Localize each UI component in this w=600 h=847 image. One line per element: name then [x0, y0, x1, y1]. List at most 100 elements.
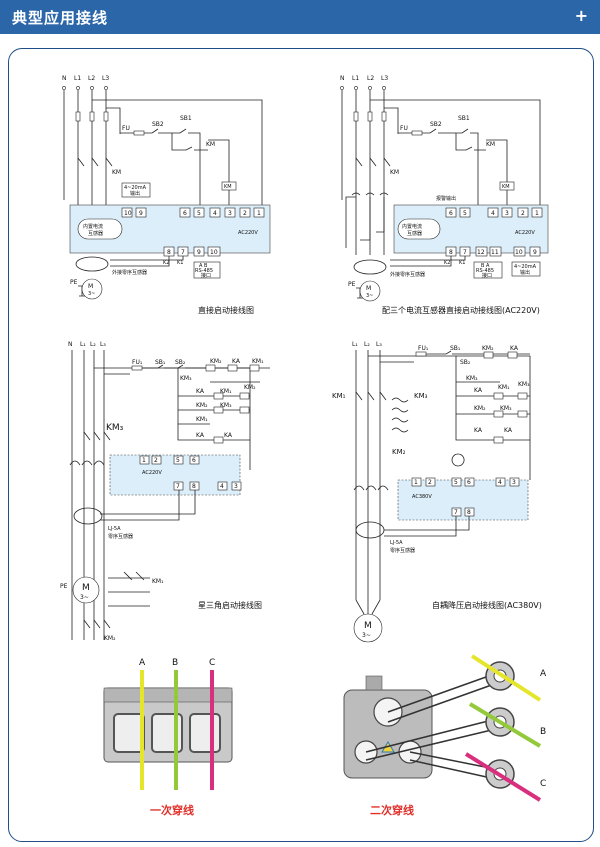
d6-label-a: A — [540, 669, 547, 679]
caption-primary: 一次穿线 — [150, 804, 194, 817]
d2-sb1-label: SB1 — [458, 115, 470, 122]
d2-ct-label2: 互感器 — [407, 230, 422, 237]
d3-km1-c: KM₁ — [196, 416, 208, 423]
page-title: 典型应用接线 — [12, 9, 109, 27]
d1-ab-label: A B — [199, 263, 208, 269]
d4-device-box — [397, 479, 529, 521]
d4-ac-label: AC380V — [412, 494, 432, 500]
caption-direct-start: 直接启动接线图 — [198, 306, 254, 315]
d3-phase-l1: L₁ — [80, 341, 86, 348]
d3-motor — [72, 576, 100, 604]
d2-phase-l3: L3 — [381, 75, 388, 82]
d1-rs485-label: RS-485 — [195, 268, 213, 274]
d2-out420-label: 4~20mA — [514, 264, 537, 270]
d3-term-5: 5 — [176, 457, 180, 464]
d1-phase-n: N — [62, 75, 67, 82]
d4-km1-main: KM₁ — [332, 392, 346, 400]
d2-term-4: 4 — [491, 210, 495, 217]
d2-motor-3: 3~ — [366, 293, 373, 299]
d2-out420-sub: 输出 — [520, 269, 530, 276]
d4-km2-top: KM₂ — [482, 345, 494, 352]
d4-phase-l1: L₁ — [352, 341, 358, 348]
d6-label-b: B — [540, 727, 546, 737]
d4-term-6: 6 — [467, 479, 471, 486]
d3-fu-label: FU₁ — [132, 359, 143, 366]
d4-km3-b: KM₃ — [518, 381, 530, 388]
d3-ka-top: KA — [232, 358, 241, 365]
d2-motor-m: M — [366, 285, 371, 292]
d3-lj-label: LJ-5A — [108, 526, 121, 532]
d3-sb2-label: SB₂ — [175, 359, 186, 366]
d3-motor-m: M — [82, 583, 90, 593]
d3-ka-b: KA — [196, 388, 205, 395]
d2-term-7: 7 — [463, 249, 467, 256]
d4-phase-l2: L₂ — [364, 341, 370, 348]
d3-ka-c: KA — [196, 432, 205, 439]
content-frame — [8, 48, 594, 842]
d2-km-aux-label: KM — [486, 141, 495, 148]
d2-ext-ct-label: 外接零序互感器 — [390, 271, 425, 278]
diagram-direct-start: N L1 L2 L3 KM FU SB2 SB1 KM KM 4~20mA 输出… — [62, 75, 271, 300]
d1-term-3: 3 — [228, 210, 232, 217]
d3-km1-main: KM₁ — [152, 578, 164, 585]
d6-label-c: C — [540, 779, 546, 789]
d1-ct-label: 内置电流 — [83, 223, 103, 230]
d1-term-4: 4 — [213, 210, 217, 217]
d2-term-12: 12 — [477, 249, 485, 256]
d2-km-label: KM — [390, 169, 399, 176]
d1-motor-m: M — [88, 283, 93, 290]
d1-term-9b: 9 — [197, 249, 201, 256]
d2-motor — [359, 280, 381, 302]
d3-km3-main: KM₃ — [106, 423, 124, 433]
d1-phase-l2: L2 — [88, 75, 95, 82]
d2-k2-label: K2 — [444, 260, 450, 266]
d1-ct-label2: 互感器 — [88, 230, 103, 237]
d4-term-7: 7 — [454, 509, 458, 516]
d1-pe-label: PE — [70, 279, 78, 286]
d3-motor-3: 3~ — [80, 594, 89, 601]
d1-phase-l1: L1 — [74, 75, 81, 82]
diagram-autotransformer: L₁ L₂ L₃ FU₁ SB₁ SB₂ KM₂ KA KM₃ KA KM₁ K… — [332, 341, 531, 643]
d4-km2-c: KM₂ — [474, 405, 486, 412]
d3-km3-a: KM₃ — [180, 375, 192, 382]
d4-motor-3: 3~ — [362, 632, 371, 639]
d1-motor — [81, 278, 103, 300]
d2-term-3: 3 — [505, 210, 509, 217]
d4-term-5: 5 — [454, 479, 458, 486]
page-header: 典型应用接线 + — [0, 0, 600, 34]
d1-out420-label: 4~20mA — [124, 185, 147, 191]
d1-term-6: 6 — [183, 210, 187, 217]
d1-km-label: KM — [112, 169, 121, 176]
d1-out420-sub: 输出 — [130, 190, 140, 197]
d4-km3-main: KM₃ — [414, 392, 428, 400]
d2-term-5: 5 — [463, 210, 467, 217]
plus-icon[interactable]: + — [574, 6, 588, 25]
d1-km-aux-label: KM — [206, 141, 215, 148]
d4-term-4: 4 — [498, 479, 502, 486]
d1-k1-label: K1 — [177, 260, 183, 266]
d4-term-8: 8 — [467, 509, 471, 516]
d2-phase-n: N — [340, 75, 345, 82]
caption-three-ct: 配三个电流互感器直接启动接线图(AC220V) — [382, 306, 540, 315]
d3-phase-l2: L₂ — [90, 341, 96, 348]
d4-lj-label: LJ-5A — [390, 540, 403, 546]
d2-terminals-top: 6 5 4 3 2 1 — [445, 207, 543, 218]
d3-km1-b: KM₁ — [220, 388, 232, 395]
d3-term-1: 1 — [142, 457, 146, 464]
d1-term-10: 10 — [124, 210, 132, 217]
d2-sb2-label: SB2 — [430, 121, 442, 128]
d3-term-8: 8 — [192, 483, 196, 490]
d4-term-2: 2 — [428, 479, 432, 486]
d2-phase-l1: L1 — [352, 75, 359, 82]
d1-k2-label: K2 — [163, 260, 169, 266]
d1-phase-l3: L3 — [102, 75, 109, 82]
d1-ac-label: AC220V — [238, 230, 258, 236]
d6-wire-b — [468, 702, 542, 748]
d3-term-4: 4 — [220, 483, 224, 490]
d3-lj-sub: 零序互感器 — [108, 533, 133, 540]
d4-km2-main: KM₂ — [392, 448, 406, 456]
d3-phase-l3: L₃ — [100, 341, 106, 348]
d3-ka-d: KA — [224, 432, 233, 439]
d3-term-3: 3 — [234, 483, 238, 490]
